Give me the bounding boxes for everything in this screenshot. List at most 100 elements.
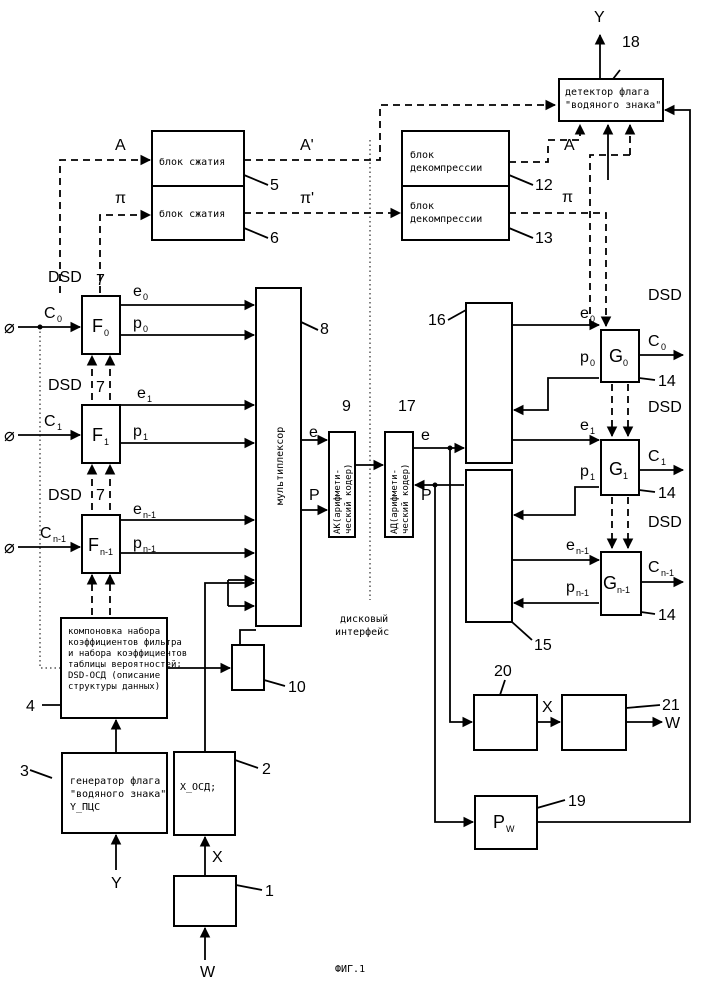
- ad-p: P: [421, 487, 432, 504]
- b4-line2: коэффициентов фильтра: [68, 638, 182, 648]
- num-3: 3: [20, 763, 29, 780]
- f0-label: F: [92, 316, 103, 336]
- block-6-label: блок сжатия: [159, 208, 225, 220]
- p0-dec: p: [580, 349, 589, 366]
- pn1-enc: p: [133, 535, 142, 552]
- w-right: W: [665, 715, 681, 732]
- f0-sub: 0: [104, 328, 109, 338]
- label-pi: π: [115, 190, 126, 207]
- b3-line2: "водяного знака": [70, 789, 166, 800]
- y-output: Y: [594, 9, 605, 26]
- e0-enc-sub: 0: [143, 292, 148, 302]
- mux-p: P: [309, 487, 320, 504]
- en1-enc: e: [133, 501, 142, 518]
- b3-line1: генератор флага: [70, 775, 160, 787]
- w-input: W: [200, 964, 216, 981]
- label-a: A: [115, 137, 126, 154]
- p1-dec-sub: 1: [590, 472, 595, 482]
- b4-line3: и набора коэффициентов: [68, 648, 187, 659]
- c0-in-sub: 0: [57, 314, 62, 324]
- ad-label-2: ческий кодер): [401, 464, 411, 534]
- block-21: [562, 695, 626, 750]
- ground-c0: ⌀: [4, 317, 15, 337]
- g0-label: G: [609, 346, 623, 366]
- b12-line1: блок: [410, 149, 434, 161]
- b4-line5: DSD-ОСД (описание: [68, 671, 160, 681]
- num-5: 5: [270, 177, 279, 194]
- cn1-out: C: [648, 559, 660, 576]
- num-4: 4: [26, 698, 35, 715]
- ground-c1: ⌀: [4, 425, 15, 445]
- dsd-fn1: DSD: [48, 487, 82, 504]
- cn1-in: C: [40, 525, 52, 542]
- f1-label: F: [92, 425, 103, 445]
- num-15: 15: [534, 637, 552, 654]
- pw-block: [475, 796, 537, 849]
- c0-in: C: [44, 305, 56, 322]
- multiplexer-label: мультиплексор: [275, 427, 286, 505]
- g1-sub: 1: [623, 471, 628, 481]
- c0-out: C: [648, 333, 660, 350]
- x-osd-label: X_ОСД;: [180, 782, 216, 793]
- label-pi-right: π: [562, 189, 573, 206]
- x-right: X: [542, 699, 553, 716]
- dsd-g1: DSD: [648, 399, 682, 416]
- c1-out: C: [648, 448, 660, 465]
- pn1-dec: p: [566, 579, 575, 596]
- pn1-dec-sub: n-1: [576, 588, 589, 598]
- p0-enc: p: [133, 315, 142, 332]
- e1-enc-sub: 1: [147, 394, 152, 404]
- ad-e: e: [421, 427, 430, 444]
- ground-cn1: ⌀: [4, 537, 15, 557]
- disk-interface-2: интерфейс: [335, 626, 389, 638]
- num-6: 6: [270, 230, 279, 247]
- fn1-label: F: [88, 535, 99, 555]
- num-19: 19: [568, 793, 586, 810]
- block-10: [232, 645, 264, 690]
- num-18: 18: [622, 34, 640, 51]
- b12-line2: декомпрессии: [410, 163, 482, 174]
- b4-line6: структуры данных): [68, 682, 160, 692]
- x-input: X: [212, 849, 223, 866]
- num-16: 16: [428, 312, 446, 329]
- num-7c: 7: [96, 487, 105, 504]
- num-8: 8: [320, 321, 329, 338]
- block-5-label: блок сжатия: [159, 156, 225, 168]
- num-9: 9: [342, 398, 351, 415]
- g1-label: G: [609, 459, 623, 479]
- num-21: 21: [662, 697, 680, 714]
- num-14c: 14: [658, 607, 676, 624]
- cn1-in-sub: n-1: [53, 534, 66, 544]
- c1-in-sub: 1: [57, 422, 62, 432]
- pn1-enc-sub: n-1: [143, 544, 156, 554]
- num-14a: 14: [658, 373, 676, 390]
- b4-line4: таблицы вероятностей;: [68, 659, 182, 670]
- num-7b: 7: [96, 379, 105, 396]
- num-7a: 7: [96, 272, 105, 289]
- label-pi-prime: π': [300, 190, 314, 207]
- p1-enc: p: [133, 423, 142, 440]
- e0-enc: e: [133, 283, 142, 300]
- demux-block-15: [466, 470, 512, 622]
- en1-dec: e: [566, 537, 575, 554]
- p0-enc-sub: 0: [143, 324, 148, 334]
- gn1-label: G: [603, 573, 617, 593]
- c0-out-sub: 0: [661, 342, 666, 352]
- decompression-block-13: [402, 186, 509, 240]
- dsd-g0: DSD: [648, 287, 682, 304]
- block-20: [474, 695, 537, 750]
- b3-line3: Y_ПЦС: [70, 802, 100, 813]
- c1-out-sub: 1: [661, 457, 666, 467]
- c1-in: C: [44, 413, 56, 430]
- p1-dec: p: [580, 463, 589, 480]
- gn1-sub: n-1: [617, 585, 630, 595]
- b13-line2: декомпрессии: [410, 214, 482, 225]
- pw-sub: W: [506, 824, 515, 834]
- dsd-f1: DSD: [48, 377, 82, 394]
- x-osd-block: [174, 752, 235, 835]
- label-a-prime: A': [300, 137, 314, 154]
- ad-label-1: АД(арифмети-: [390, 469, 400, 534]
- b18-line2: "водяного знака": [565, 100, 661, 111]
- e1-dec-sub: 1: [590, 426, 595, 436]
- b18-line1: детектор флага: [565, 86, 649, 98]
